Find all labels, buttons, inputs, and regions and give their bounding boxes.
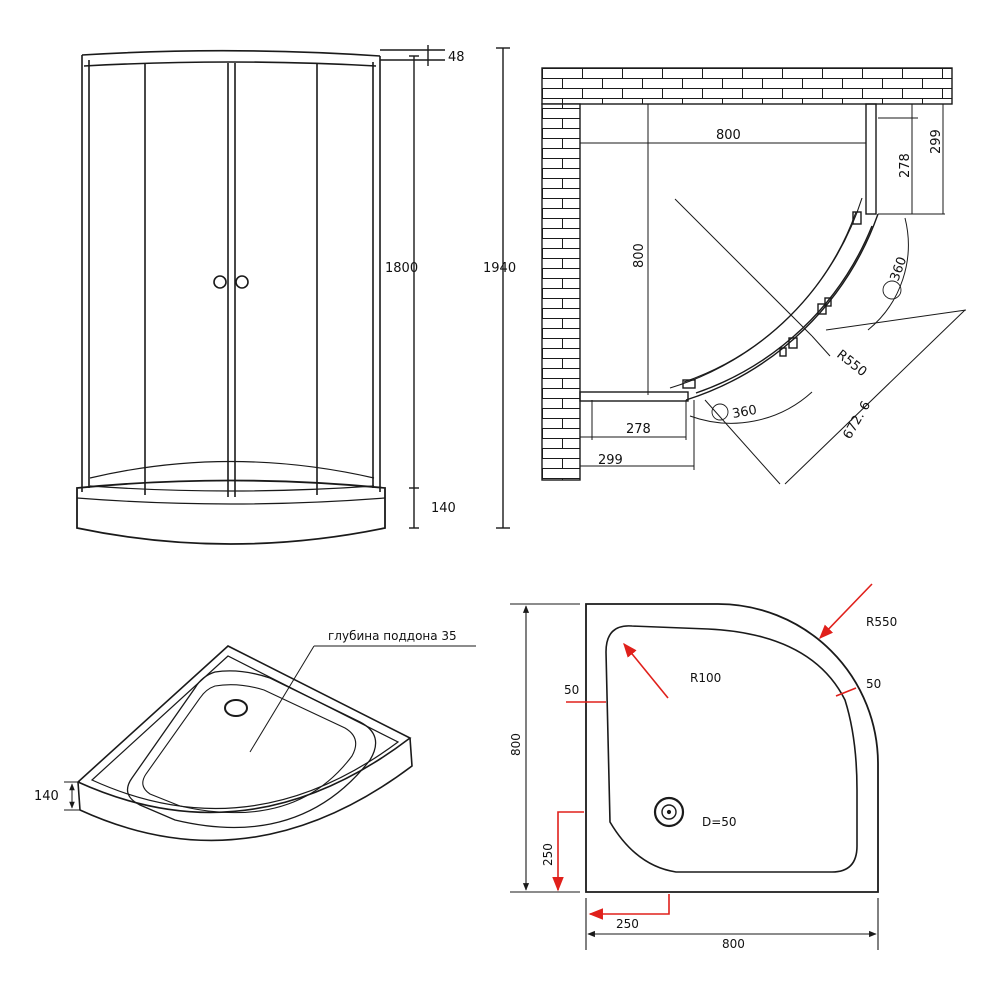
- plan-dim-299-bottom: 299: [598, 453, 623, 468]
- door-handle-right: [235, 275, 249, 289]
- brick-wall-left: [541, 103, 581, 481]
- top-frame: [81, 49, 381, 57]
- tray-iso-dim-height: 140: [34, 789, 59, 804]
- tray-iso-basin: [126, 670, 377, 829]
- tray-drain-inner: [661, 804, 677, 820]
- door-handle-left: [213, 275, 227, 289]
- tray-plan-basin: [605, 625, 858, 873]
- front-view-dimensions: [380, 45, 510, 529]
- plan-dim-diagonal: 672. 6: [840, 399, 874, 442]
- tray-plan-dim-width: 800: [722, 937, 745, 951]
- tray-front: [76, 479, 386, 545]
- tray-plan-outline: [585, 603, 879, 893]
- tray-plan-dim-rim-arc: 50: [866, 677, 881, 691]
- tray-plan-dim-drain-x: 250: [616, 917, 639, 931]
- plan-dim-360-right: 360: [888, 255, 911, 283]
- plan-dim-278-right: 278: [898, 153, 913, 178]
- tray-plan-red-leaders: [552, 583, 873, 920]
- drain-icon: [224, 699, 248, 717]
- top-frame-inner: [83, 61, 377, 67]
- dim-tray-height: 140: [431, 501, 456, 516]
- plan-dim-radius: R550: [834, 347, 870, 380]
- tray-depth-label: глубина поддона 35: [328, 629, 457, 643]
- plan-dim-299-right: 299: [929, 129, 944, 154]
- tray-plan-dim-inner-radius: R100: [690, 671, 721, 685]
- plan-dim-depth-left: 800: [632, 243, 647, 268]
- plan-dim-278-bottom: 278: [626, 422, 651, 437]
- dim-top-frame: 48: [448, 50, 465, 65]
- dim-door-height: 1800: [385, 261, 418, 276]
- tray-plan-dim-rim-left: 50: [564, 683, 579, 697]
- tray-isometric: [64, 645, 476, 842]
- plan-dim-360-bottom: 360: [731, 403, 758, 422]
- front-view: [76, 49, 386, 545]
- curved-door-outer: [685, 213, 879, 401]
- tray-plan-dim-depth: 800: [509, 733, 523, 756]
- tray-plan: [510, 603, 879, 950]
- plan-view: [541, 67, 967, 485]
- tray-drain-outer: [653, 796, 685, 828]
- plan-dim-width-top: 800: [716, 128, 741, 143]
- tray-plan-dim-drain-dia: D=50: [702, 815, 737, 829]
- dim-total-height: 1940: [483, 261, 516, 276]
- brick-wall-top: [541, 67, 953, 105]
- tray-plan-dim-drain-y: 250: [541, 843, 555, 866]
- tray-iso-outer: [76, 645, 412, 814]
- tray-plan-dim-radius: R550: [866, 615, 897, 629]
